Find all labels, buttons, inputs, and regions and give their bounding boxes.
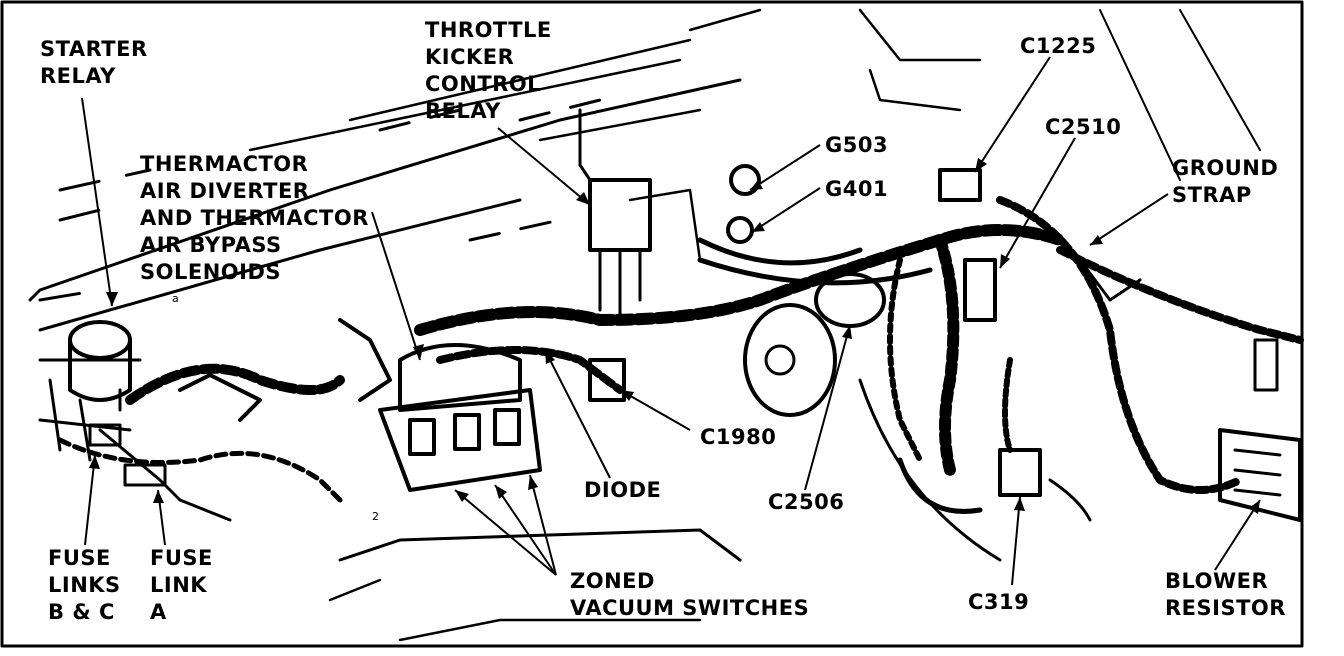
- c2510-leader: [999, 137, 1076, 269]
- throttle-kicker-line-1: THROTTLE: [425, 18, 552, 42]
- thermactor-label: THERMACTOR AIR DIVERTER AND THERMACTOR A…: [140, 151, 369, 286]
- starter-relay-body: [68, 320, 132, 360]
- thermactor-line-1: THERMACTOR: [140, 152, 309, 176]
- blower-resistor-line-1: BLOWER: [1165, 569, 1269, 593]
- throttle-kicker-line-3: CONTROL: [425, 72, 542, 96]
- zoned-vacuum-line-2: VACUUM SWITCHES: [570, 596, 810, 620]
- fuse-links-bc-line-3: B & C: [48, 600, 115, 624]
- throttle-kicker-leader: [497, 127, 591, 206]
- fuse-link-bc-body: [88, 423, 122, 447]
- fuse-link-a-line-1: FUSE: [150, 546, 213, 570]
- fuse-link-a-body: [123, 463, 167, 487]
- fuse-links-bc-line-1: FUSE: [48, 546, 111, 570]
- c2510-connector: [963, 258, 997, 322]
- c1980-leader: [619, 389, 691, 431]
- g503-label: G503: [825, 133, 889, 157]
- fuse-links-bc-line-2: LINKS: [48, 573, 121, 597]
- mark-a: a: [172, 292, 179, 305]
- lower-lines: [328, 578, 702, 642]
- c319-connector: [998, 448, 1042, 497]
- thermactor-solenoids: [398, 343, 522, 412]
- blower-motor: [743, 303, 837, 417]
- c2510-label: C2510: [1045, 115, 1122, 139]
- thermactor-line-3: AND THERMACTOR: [140, 206, 369, 230]
- diode-label: DIODE: [584, 478, 662, 502]
- thermactor-line-2: AIR DIVERTER: [140, 179, 310, 203]
- fuse-link-a-label: FUSE LINK A: [150, 545, 213, 626]
- thermactor-line-4: AIR BYPASS: [140, 233, 282, 257]
- diode-leader: [544, 349, 611, 479]
- c1225-connector: [938, 168, 982, 202]
- ground-strap-line-1: GROUND: [1172, 156, 1279, 180]
- vacuum-switch-3: [493, 408, 521, 446]
- throttle-kicker-line-4: RELAY: [425, 99, 501, 123]
- c1225-leader: [974, 56, 1051, 173]
- mark-2: 2: [372, 510, 379, 523]
- throttle-kicker-line-2: KICKER: [425, 45, 515, 69]
- diagram-border: [0, 0, 1304, 648]
- ground-strap-label: GROUND STRAP: [1172, 155, 1278, 209]
- hood-hatch: [38, 168, 152, 302]
- starter-relay-line-1: STARTER: [40, 37, 148, 61]
- blower-resistor-leader: [1214, 499, 1261, 571]
- throttle-kicker-relay: [588, 178, 652, 252]
- c319-label: C319: [968, 590, 1030, 614]
- ground-strap-leader: [1089, 193, 1169, 246]
- blower-resistor-line-2: RESISTOR: [1165, 596, 1286, 620]
- right-panel: [1099, 9, 1261, 181]
- fuse-links-bc-leader: [84, 454, 96, 546]
- c319-leader: [1011, 496, 1021, 586]
- thermactor-line-5: SOLENOIDS: [140, 260, 281, 284]
- zoned-vacuum-line-1: ZONED: [570, 569, 655, 593]
- fender-edge: [28, 78, 742, 302]
- cowl-edge: [38, 198, 522, 332]
- fuse-links-bc-label: FUSE LINKS B & C: [48, 545, 121, 626]
- strut-tower: [858, 8, 982, 112]
- c2506-label: C2506: [768, 490, 845, 514]
- fuse-link-a-line-3: A: [150, 600, 167, 624]
- fuse-link-a-line-2: LINK: [150, 573, 208, 597]
- c1980-connector: [588, 358, 626, 402]
- blower-resistor-label: BLOWER RESISTOR: [1165, 568, 1286, 622]
- thermactor-leader: [371, 211, 421, 361]
- g503-ground: [729, 164, 761, 196]
- starter-relay-label: STARTER RELAY: [40, 36, 148, 90]
- ground-strap-line-2: STRAP: [1172, 183, 1252, 207]
- blower-resistor-body: [1218, 428, 1302, 522]
- hood-hatch-2: [378, 93, 622, 242]
- g401-label: G401: [825, 177, 889, 201]
- vacuum-switch-2: [453, 413, 481, 451]
- g401-ground: [726, 216, 754, 244]
- g401-leader: [751, 187, 821, 233]
- c1225-label: C1225: [1020, 34, 1097, 58]
- throttle-kicker-label: THROTTLE KICKER CONTROL RELAY: [425, 17, 552, 125]
- g503-leader: [749, 144, 821, 191]
- vacuum-switch-bracket: [378, 388, 542, 492]
- zoned-vacuum-label: ZONED VACUUM SWITCHES: [570, 568, 809, 622]
- starter-relay-line-2: RELAY: [40, 64, 116, 88]
- c2506-leader: [804, 324, 851, 491]
- vacuum-switch-1: [408, 418, 436, 456]
- starter-relay-leader: [81, 97, 113, 307]
- zoned-vacuum-leaders: [454, 474, 557, 576]
- panel-lines: [248, 38, 702, 152]
- c1980-label: C1980: [700, 425, 777, 449]
- ground-strap: [996, 196, 1244, 494]
